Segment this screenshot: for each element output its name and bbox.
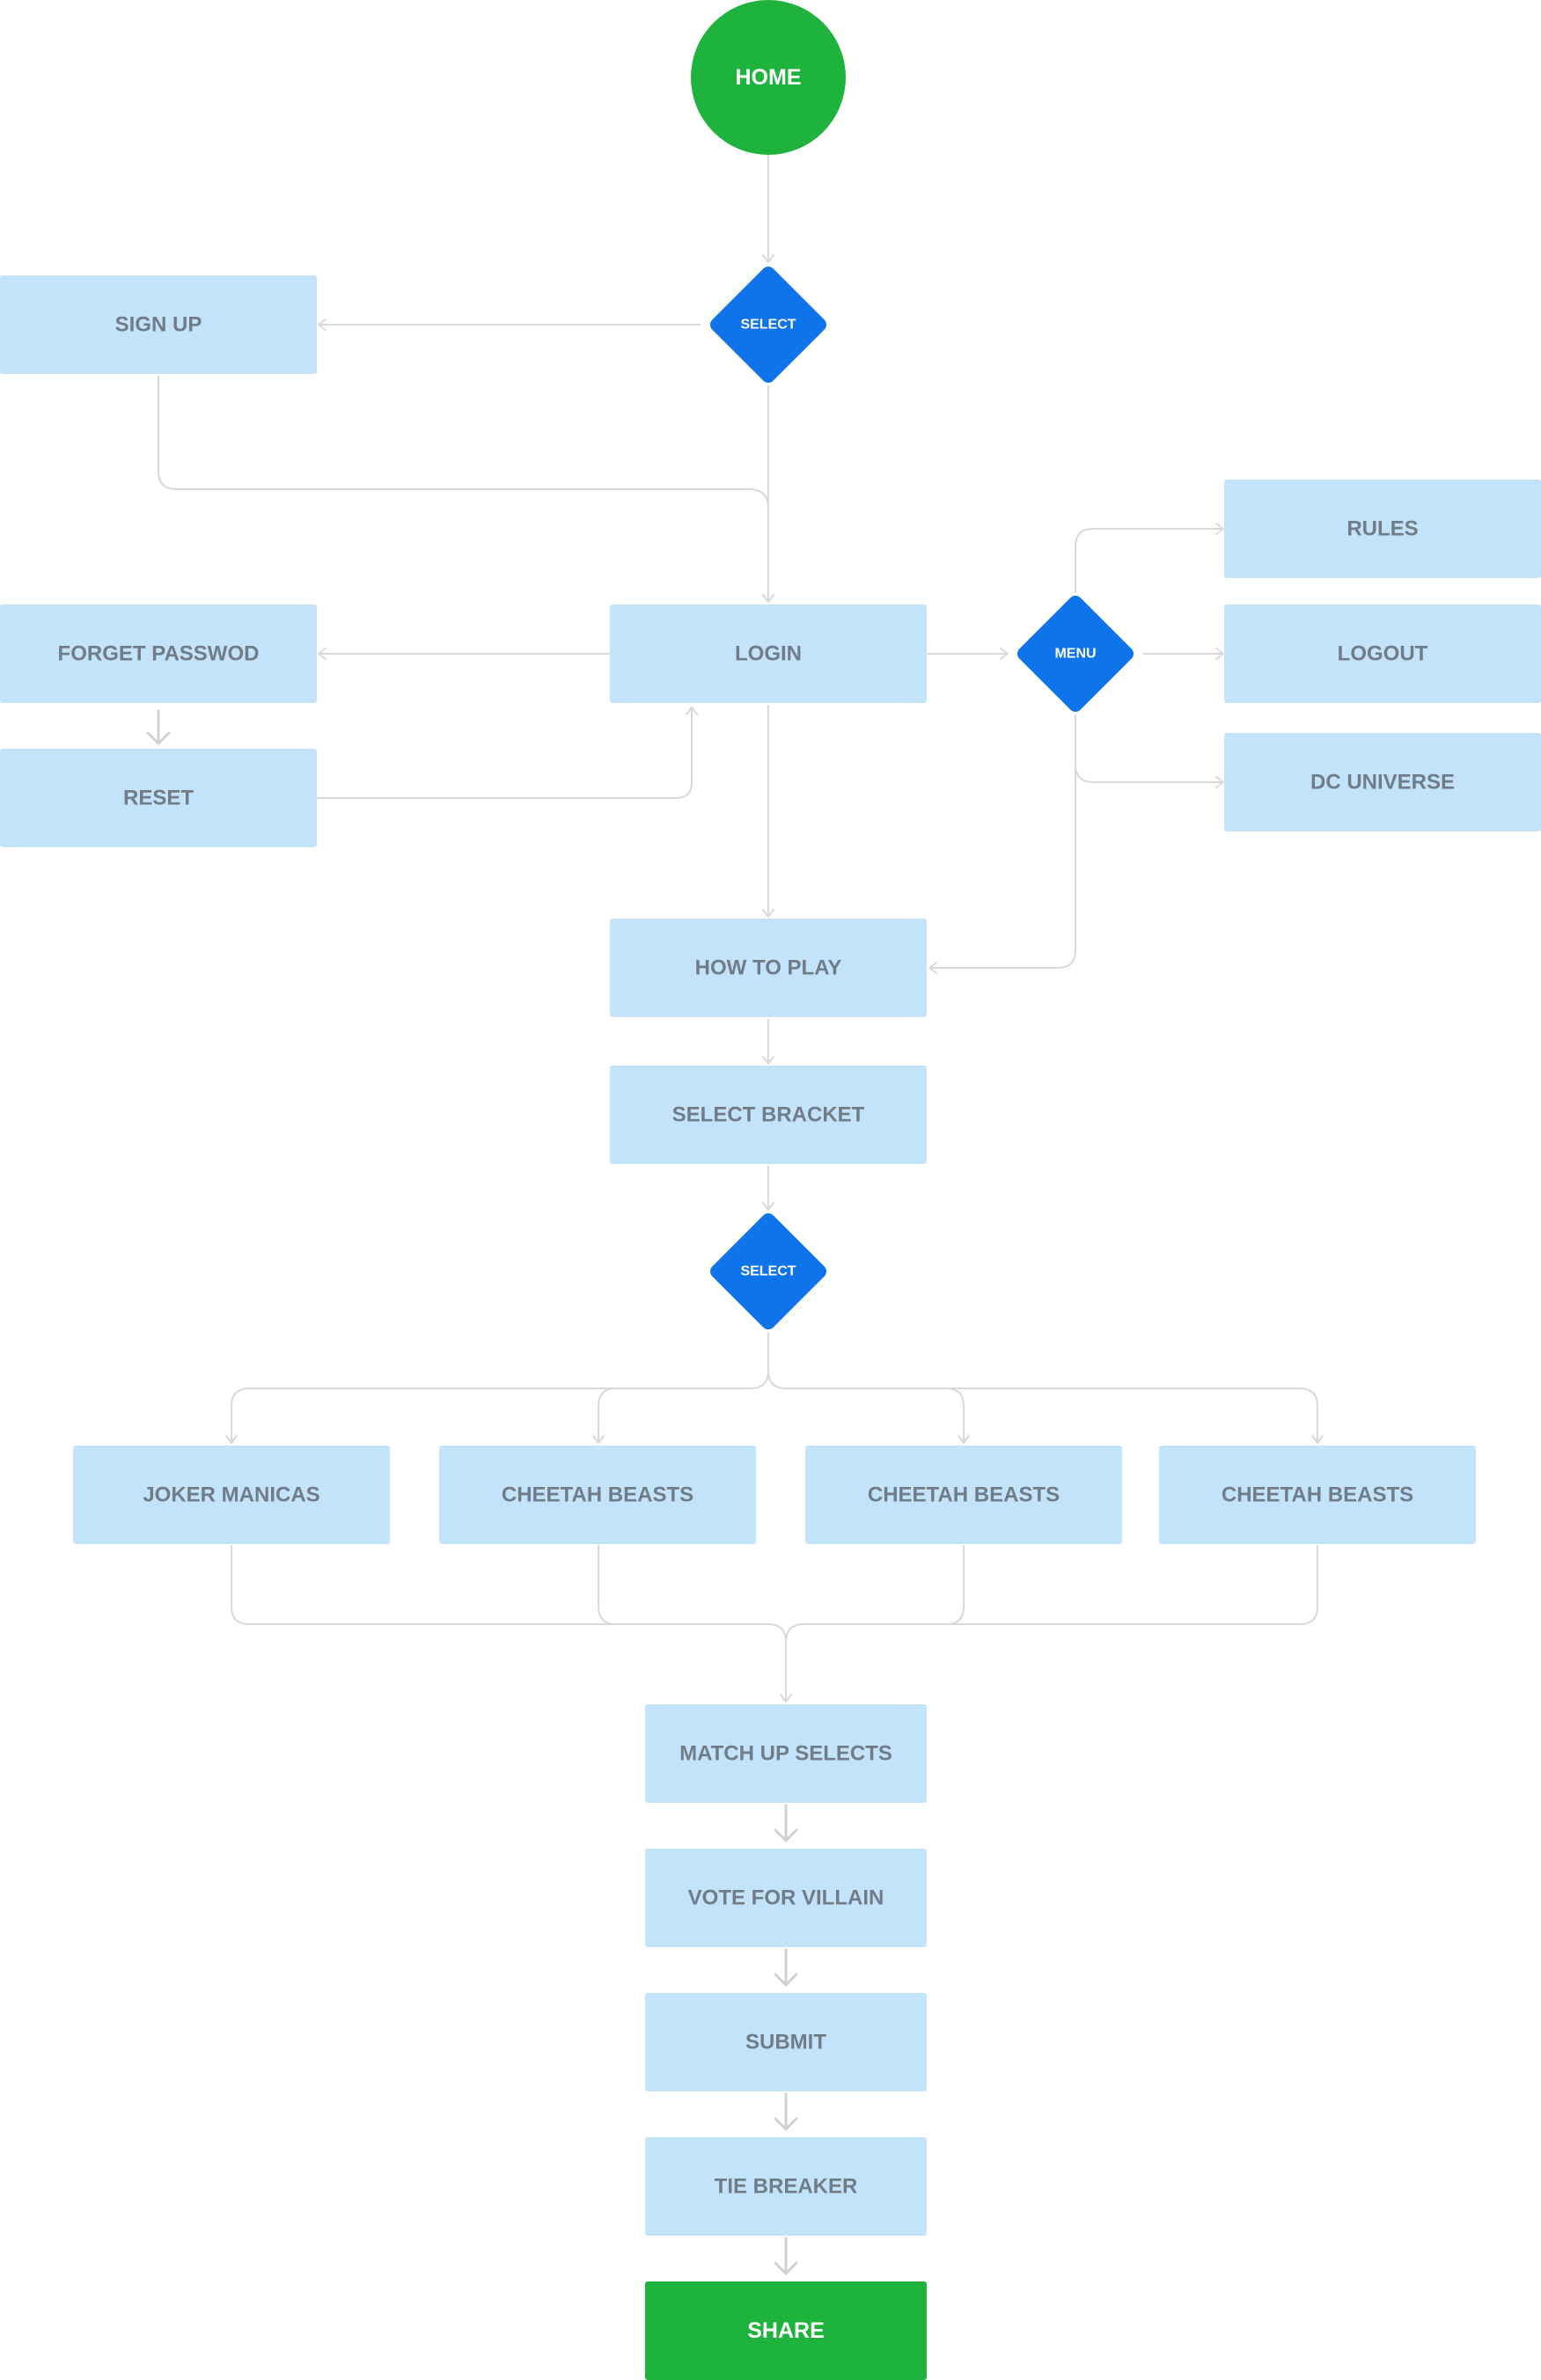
bracket-box xyxy=(1159,1446,1476,1544)
step-box xyxy=(1224,733,1541,831)
arrow-submit-to-tie-breaker xyxy=(774,2092,798,2131)
decision-label: SELECT xyxy=(740,318,796,333)
step-box xyxy=(645,1704,927,1803)
arrowhead-menu-to-how-to-play xyxy=(928,962,937,974)
step-box xyxy=(610,604,927,703)
arrow-forget-to-reset xyxy=(146,709,171,745)
step-logout: LOGOUT xyxy=(1224,604,1541,703)
connector-signup-to-login xyxy=(158,376,769,509)
arrowhead-login-to-menu xyxy=(1000,648,1009,660)
arrowhead-bracket-to-select xyxy=(762,1202,774,1211)
arrow-match-up-to-vote xyxy=(774,1804,798,1842)
bracket-box xyxy=(805,1446,1122,1544)
step-label: SUBMIT xyxy=(745,2031,826,2054)
arrowhead-select-to-signup xyxy=(318,319,327,331)
decision-entry-select: SELECT xyxy=(710,267,826,383)
step-label: SELECT BRACKET xyxy=(672,1103,865,1127)
connector-menu-to-rules xyxy=(1075,528,1223,593)
arrowhead-to-bracket-3 xyxy=(958,1435,970,1444)
arrowhead-select-to-login xyxy=(762,594,774,603)
step-how-to-play: HOW TO PLAY xyxy=(610,919,927,1017)
arrowhead-home-to-select xyxy=(762,254,774,263)
home-circle xyxy=(691,0,846,155)
bracket-option-1: JOKER MANICAS xyxy=(73,1446,390,1544)
connector-menu-to-how-to-play xyxy=(929,765,1076,969)
arrowhead-to-match-up xyxy=(780,1694,792,1703)
decision-label: MENU xyxy=(1054,647,1096,662)
start-node: HOME xyxy=(691,0,846,155)
arrowhead-login-to-forget xyxy=(318,648,327,660)
decision-diamond xyxy=(710,267,826,383)
bracket-option-4: CHEETAH BEASTS xyxy=(1159,1446,1476,1544)
step-match-up-selects: MATCH UP SELECTS xyxy=(645,1704,927,1803)
bracket-option-3: CHEETAH BEASTS xyxy=(805,1446,1122,1544)
step-box xyxy=(645,1993,927,2091)
step-label: RULES xyxy=(1347,517,1418,541)
step-forget-password: FORGET PASSWOD xyxy=(0,604,317,703)
bracket-box xyxy=(439,1446,756,1544)
connector-brackets-to-match-up xyxy=(231,1545,1318,1702)
arrowhead-menu-to-rules xyxy=(1215,523,1224,535)
step-box xyxy=(0,604,317,703)
step-label: TIE BREAKER xyxy=(715,2175,858,2199)
connector-reset-to-login xyxy=(317,707,693,799)
bracket-label: JOKER MANICAS xyxy=(143,1483,319,1507)
bracket-label: CHEETAH BEASTS xyxy=(502,1483,693,1507)
bracket-box xyxy=(73,1446,390,1544)
arrow-vote-to-submit xyxy=(774,1948,798,1987)
step-box xyxy=(0,275,317,374)
arrowhead-reset-to-login xyxy=(686,707,698,715)
end-node-share: SHARE xyxy=(645,2281,927,2380)
decision-menu: MENU xyxy=(1017,596,1134,712)
connector-select-to-brackets xyxy=(231,1332,1318,1443)
arrowhead-to-bracket-1 xyxy=(225,1435,238,1444)
step-label: MATCH UP SELECTS xyxy=(679,1742,892,1766)
step-label: DC UNIVERSE xyxy=(1310,771,1455,795)
bracket-label: CHEETAH BEASTS xyxy=(868,1483,1060,1507)
share-label: SHARE xyxy=(747,2318,825,2343)
step-login: LOGIN xyxy=(610,604,927,703)
step-box xyxy=(610,919,927,1017)
step-box xyxy=(645,1849,927,1947)
step-sign-up: SIGN UP xyxy=(0,275,317,374)
bracket-label: CHEETAH BEASTS xyxy=(1222,1483,1413,1507)
decision-diamond xyxy=(710,1213,826,1329)
arrowhead-to-bracket-2 xyxy=(592,1435,605,1444)
decision-diamond xyxy=(1017,596,1134,712)
arrowhead-to-bracket-4 xyxy=(1311,1435,1324,1444)
arrowhead-menu-to-dc-universe xyxy=(1215,776,1224,788)
bracket-option-2: CHEETAH BEASTS xyxy=(439,1446,756,1544)
step-label: FORGET PASSWOD xyxy=(58,642,260,666)
arrow-tie-breaker-to-share xyxy=(774,2237,798,2275)
step-dc-universe: DC UNIVERSE xyxy=(1224,733,1541,831)
connector-menu-to-dc-universe xyxy=(1075,714,1223,783)
step-label: SIGN UP xyxy=(115,313,202,337)
share-box xyxy=(645,2281,927,2380)
step-rules: RULES xyxy=(1224,480,1541,578)
arrowhead-how-to-play-to-bracket xyxy=(762,1056,774,1065)
step-label: LOGOUT xyxy=(1338,642,1428,666)
step-box xyxy=(645,2137,927,2236)
arrowhead-menu-to-logout xyxy=(1215,648,1224,660)
step-vote-for-villain: VOTE FOR VILLAIN xyxy=(645,1849,927,1947)
step-submit: SUBMIT xyxy=(645,1993,927,2091)
step-label: VOTE FOR VILLAIN xyxy=(688,1886,884,1910)
decision-label: SELECT xyxy=(740,1264,796,1279)
arrowhead-login-to-how-to-play xyxy=(762,909,774,918)
step-label: LOGIN xyxy=(735,642,802,666)
step-tie-breaker: TIE BREAKER xyxy=(645,2137,927,2236)
step-select-bracket: SELECT BRACKET xyxy=(610,1066,927,1164)
decision-bracket-select: SELECT xyxy=(710,1213,826,1329)
step-box xyxy=(1224,480,1541,578)
home-label: HOME xyxy=(736,65,802,90)
step-box xyxy=(0,749,317,847)
step-box xyxy=(1224,604,1541,703)
step-reset: RESET xyxy=(0,749,317,847)
step-box xyxy=(610,1066,927,1164)
connectors xyxy=(146,155,1324,2275)
step-label: HOW TO PLAY xyxy=(695,956,842,980)
step-label: RESET xyxy=(123,787,194,810)
